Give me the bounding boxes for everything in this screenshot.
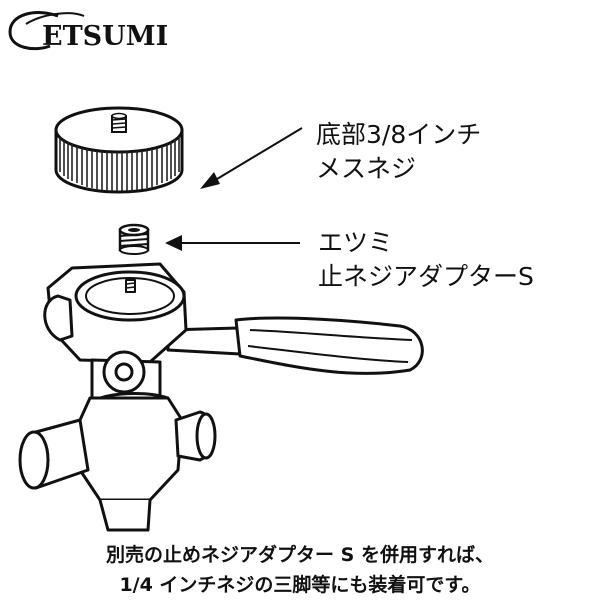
arrow-icon [165,235,300,251]
adapter-screw-drawing [118,223,150,255]
etsumi-logo: ETSUMI [6,6,176,56]
callout-top-line2: メスネジ [316,154,417,183]
tripod-head-drawing [18,262,424,532]
callout-top: 底部3/8インチ メスネジ [316,118,481,186]
callout-bottom-line2: 止ネジアダプターS [318,262,534,291]
threaded-knob-drawing [54,106,184,194]
caption-line2: 1/4 インチネジの三脚等にも装着可です。 [119,574,481,596]
logo-swoosh-icon [8,11,85,51]
logo-text: ETSUMI [42,21,169,52]
arrow-icon [200,127,303,189]
callout-bottom: エツミ 止ネジアダプターS [318,226,534,294]
callout-bottom-line1: エツミ [318,228,394,257]
caption-line1: 別売の止めネジアダプター S を併用すれば、 [106,544,494,566]
callout-top-line1: 底部3/8インチ [316,120,482,149]
